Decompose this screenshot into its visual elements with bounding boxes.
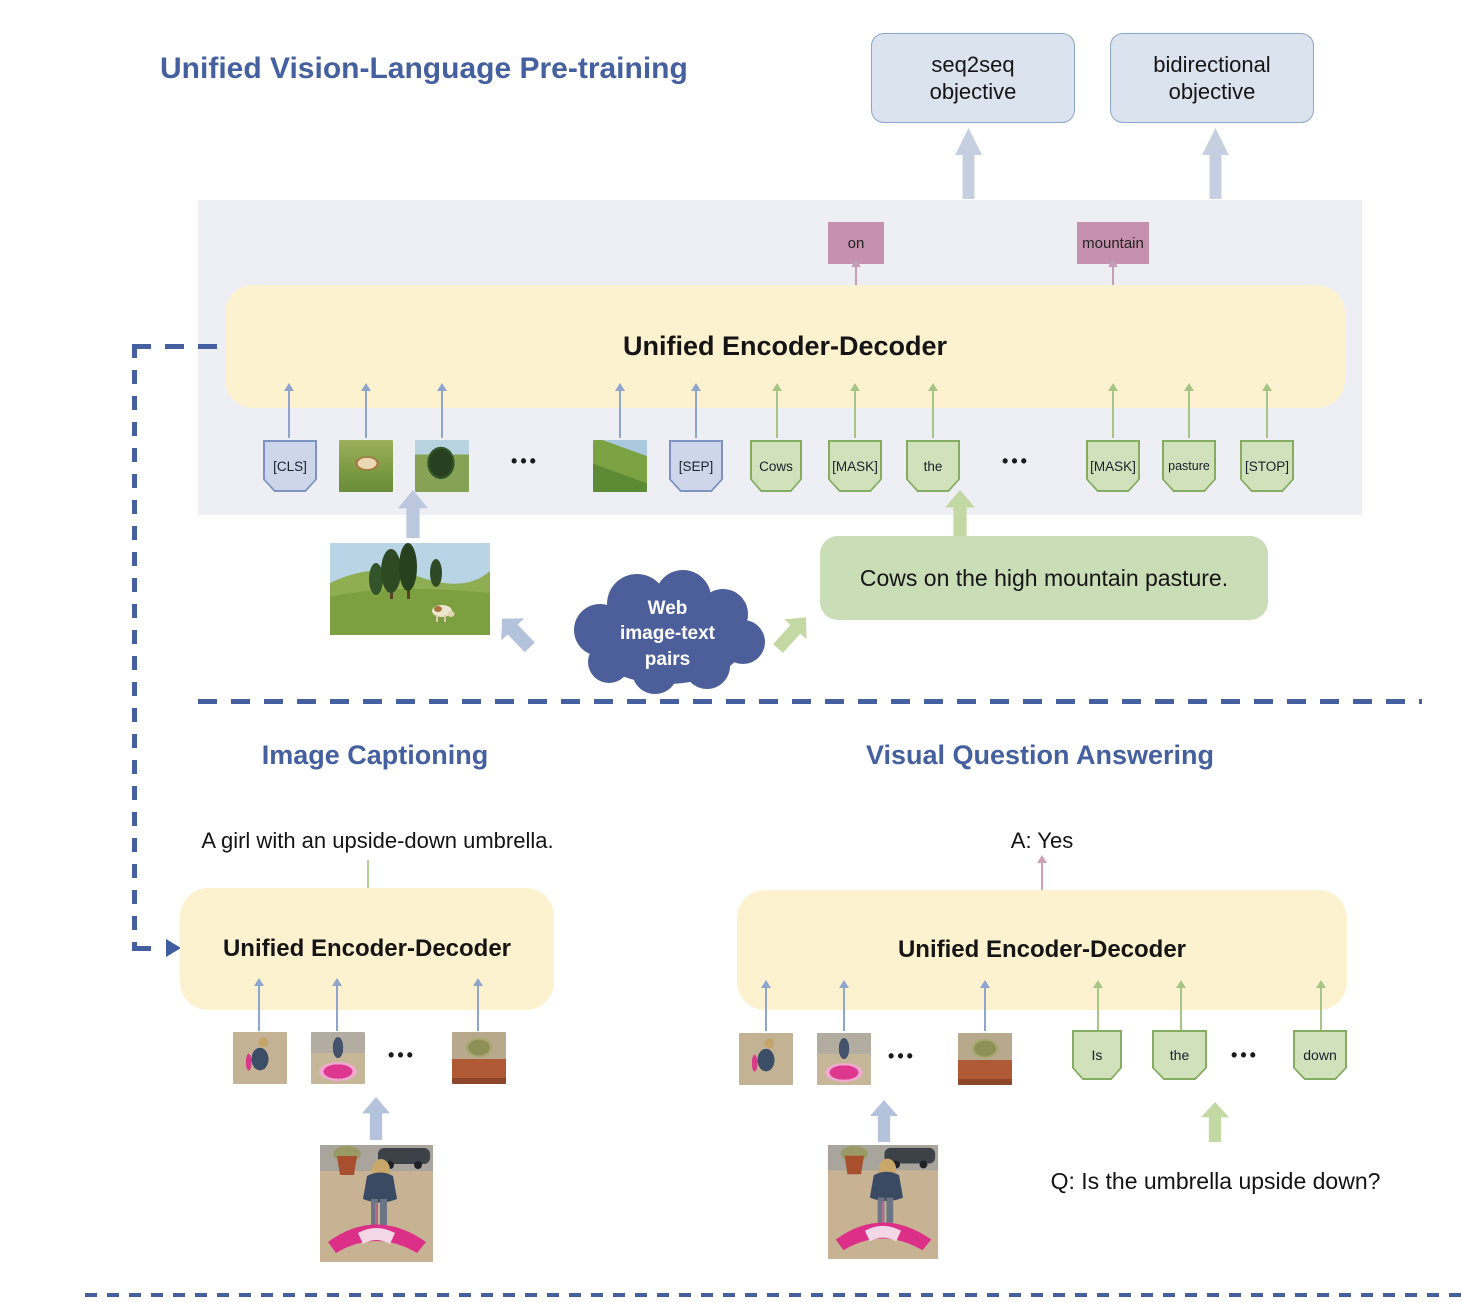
web-pairs-cloud: Web image-text pairs	[555, 568, 780, 700]
pretraining-title: Unified Vision-Language Pre-training	[160, 52, 688, 85]
token-pasture: pasture	[1162, 440, 1216, 492]
token-ellipsis: •••	[1231, 1045, 1259, 1065]
generated-caption-text: A girl with an upside-down umbrella.	[201, 828, 554, 853]
connector-token	[928, 383, 938, 438]
token-sep: [SEP]	[669, 440, 723, 492]
token-cls-label: [CLS]	[264, 441, 316, 491]
image-patch-girl	[739, 1033, 793, 1085]
image-captioning-title: Image Captioning	[261, 740, 489, 770]
arrow-photo-to-patches-vqa	[870, 1100, 898, 1142]
connector-patch	[332, 978, 342, 1031]
token-cls: [CLS]	[263, 440, 317, 492]
token-down-label: down	[1294, 1031, 1346, 1079]
arrow-up-bidirectional	[1202, 128, 1229, 199]
token-the-label: the	[907, 441, 959, 491]
connector-patch	[761, 980, 771, 1031]
connector-patch	[980, 980, 990, 1031]
vqa-answer-text: A: Yes	[1010, 828, 1074, 853]
image-patch-girl	[233, 1032, 287, 1084]
token-pasture-label: pasture	[1163, 441, 1215, 491]
cloud-label-line3: pairs	[644, 648, 691, 670]
token-stop: [STOP]	[1240, 440, 1294, 492]
token-mask-1-label: [MASK]	[829, 441, 881, 491]
arrow-photo-to-patches-ic	[362, 1097, 390, 1140]
pasture-photo	[330, 543, 490, 635]
connector-token	[437, 383, 447, 438]
bidirectional-objective-box: bidirectional objective	[1110, 33, 1314, 123]
token-mask-1: [MASK]	[828, 440, 882, 492]
predicted-token-mountain: mountain	[1077, 222, 1149, 264]
token-mask-2: [MASK]	[1086, 440, 1140, 492]
bidirectional-objective-line1: bidirectional	[1153, 51, 1271, 77]
token-down: down	[1293, 1030, 1347, 1080]
token-cows: Cows	[750, 440, 802, 492]
caption-box: Cows on the high mountain pasture.	[820, 536, 1268, 620]
dashed-connector-vertical	[132, 344, 137, 950]
patch-ellipsis: •••	[888, 1046, 916, 1066]
image-patch-cow	[339, 440, 393, 492]
dashed-connector-top	[132, 344, 225, 349]
connector-token	[361, 383, 371, 438]
seq2seq-objective-line1: seq2seq	[931, 51, 1015, 77]
connector-answer-output	[1037, 855, 1047, 892]
encoder-box-vqa: Unified Encoder-Decoder	[737, 890, 1347, 1010]
arrow-up-seq2seq	[955, 128, 982, 199]
image-patch-umbrella	[817, 1033, 871, 1085]
bottom-dashed-line	[85, 1293, 1462, 1297]
image-patch-umbrella	[311, 1032, 365, 1084]
token-ellipsis: •••	[1002, 451, 1030, 471]
cloud-label-line1: Web	[647, 598, 688, 620]
patch-ellipsis: •••	[388, 1045, 416, 1065]
image-patch-plant	[958, 1033, 1012, 1085]
connector-question-token	[1093, 980, 1103, 1031]
token-is: Is	[1072, 1030, 1122, 1080]
connector-token	[284, 383, 294, 438]
token-ellipsis: •••	[511, 451, 539, 471]
cloud-label-line2: image-text	[619, 623, 716, 645]
connector-caption-output	[367, 860, 369, 892]
connector-token	[772, 383, 782, 438]
encoder-box-pretraining: Unified Encoder-Decoder	[225, 285, 1345, 408]
arrow-cloud-to-image	[491, 607, 542, 658]
seq2seq-objective-line2: objective	[929, 79, 1017, 104]
seq2seq-objective-box: seq2seq objective	[871, 33, 1075, 123]
dashed-connector-arrowhead	[166, 939, 181, 957]
token-is-label: Is	[1073, 1031, 1121, 1079]
token-the-vqa-label: the	[1153, 1031, 1206, 1079]
predicted-token-on: on	[828, 222, 884, 264]
connector-token	[1262, 383, 1272, 438]
separator-dashed-line	[198, 699, 1422, 704]
vqa-question-text: Q: Is the umbrella upside down?	[1050, 1168, 1381, 1194]
connector-token	[850, 383, 860, 438]
token-cows-label: Cows	[751, 441, 801, 491]
vqa-title: Visual Question Answering	[865, 740, 1215, 770]
connector-question-token	[1316, 980, 1326, 1031]
connector-patch	[254, 978, 264, 1031]
token-the-vqa: the	[1152, 1030, 1207, 1080]
token-the: the	[906, 440, 960, 492]
encoder-box-captioning: Unified Encoder-Decoder	[180, 888, 554, 1010]
connector-token	[1108, 383, 1118, 438]
connector-token	[615, 383, 625, 438]
bidirectional-objective-line2: objective	[1168, 79, 1256, 104]
token-stop-label: [STOP]	[1241, 441, 1293, 491]
token-sep-label: [SEP]	[670, 441, 722, 491]
image-patch-tree	[415, 440, 469, 492]
cloud-label: Web image-text pairs	[555, 568, 780, 700]
girl-umbrella-photo	[320, 1145, 433, 1262]
connector-token	[1184, 383, 1194, 438]
girl-umbrella-photo-vqa	[827, 1145, 939, 1259]
dashed-connector-bottom	[132, 946, 162, 951]
token-mask-2-label: [MASK]	[1087, 441, 1139, 491]
connector-patch	[839, 980, 849, 1031]
image-patch-hill	[593, 440, 647, 492]
connector-token	[691, 383, 701, 438]
arrow-question-to-tokens	[1201, 1102, 1229, 1142]
image-patch-plant	[452, 1032, 506, 1084]
connector-question-token	[1176, 980, 1186, 1031]
connector-patch	[473, 978, 483, 1031]
